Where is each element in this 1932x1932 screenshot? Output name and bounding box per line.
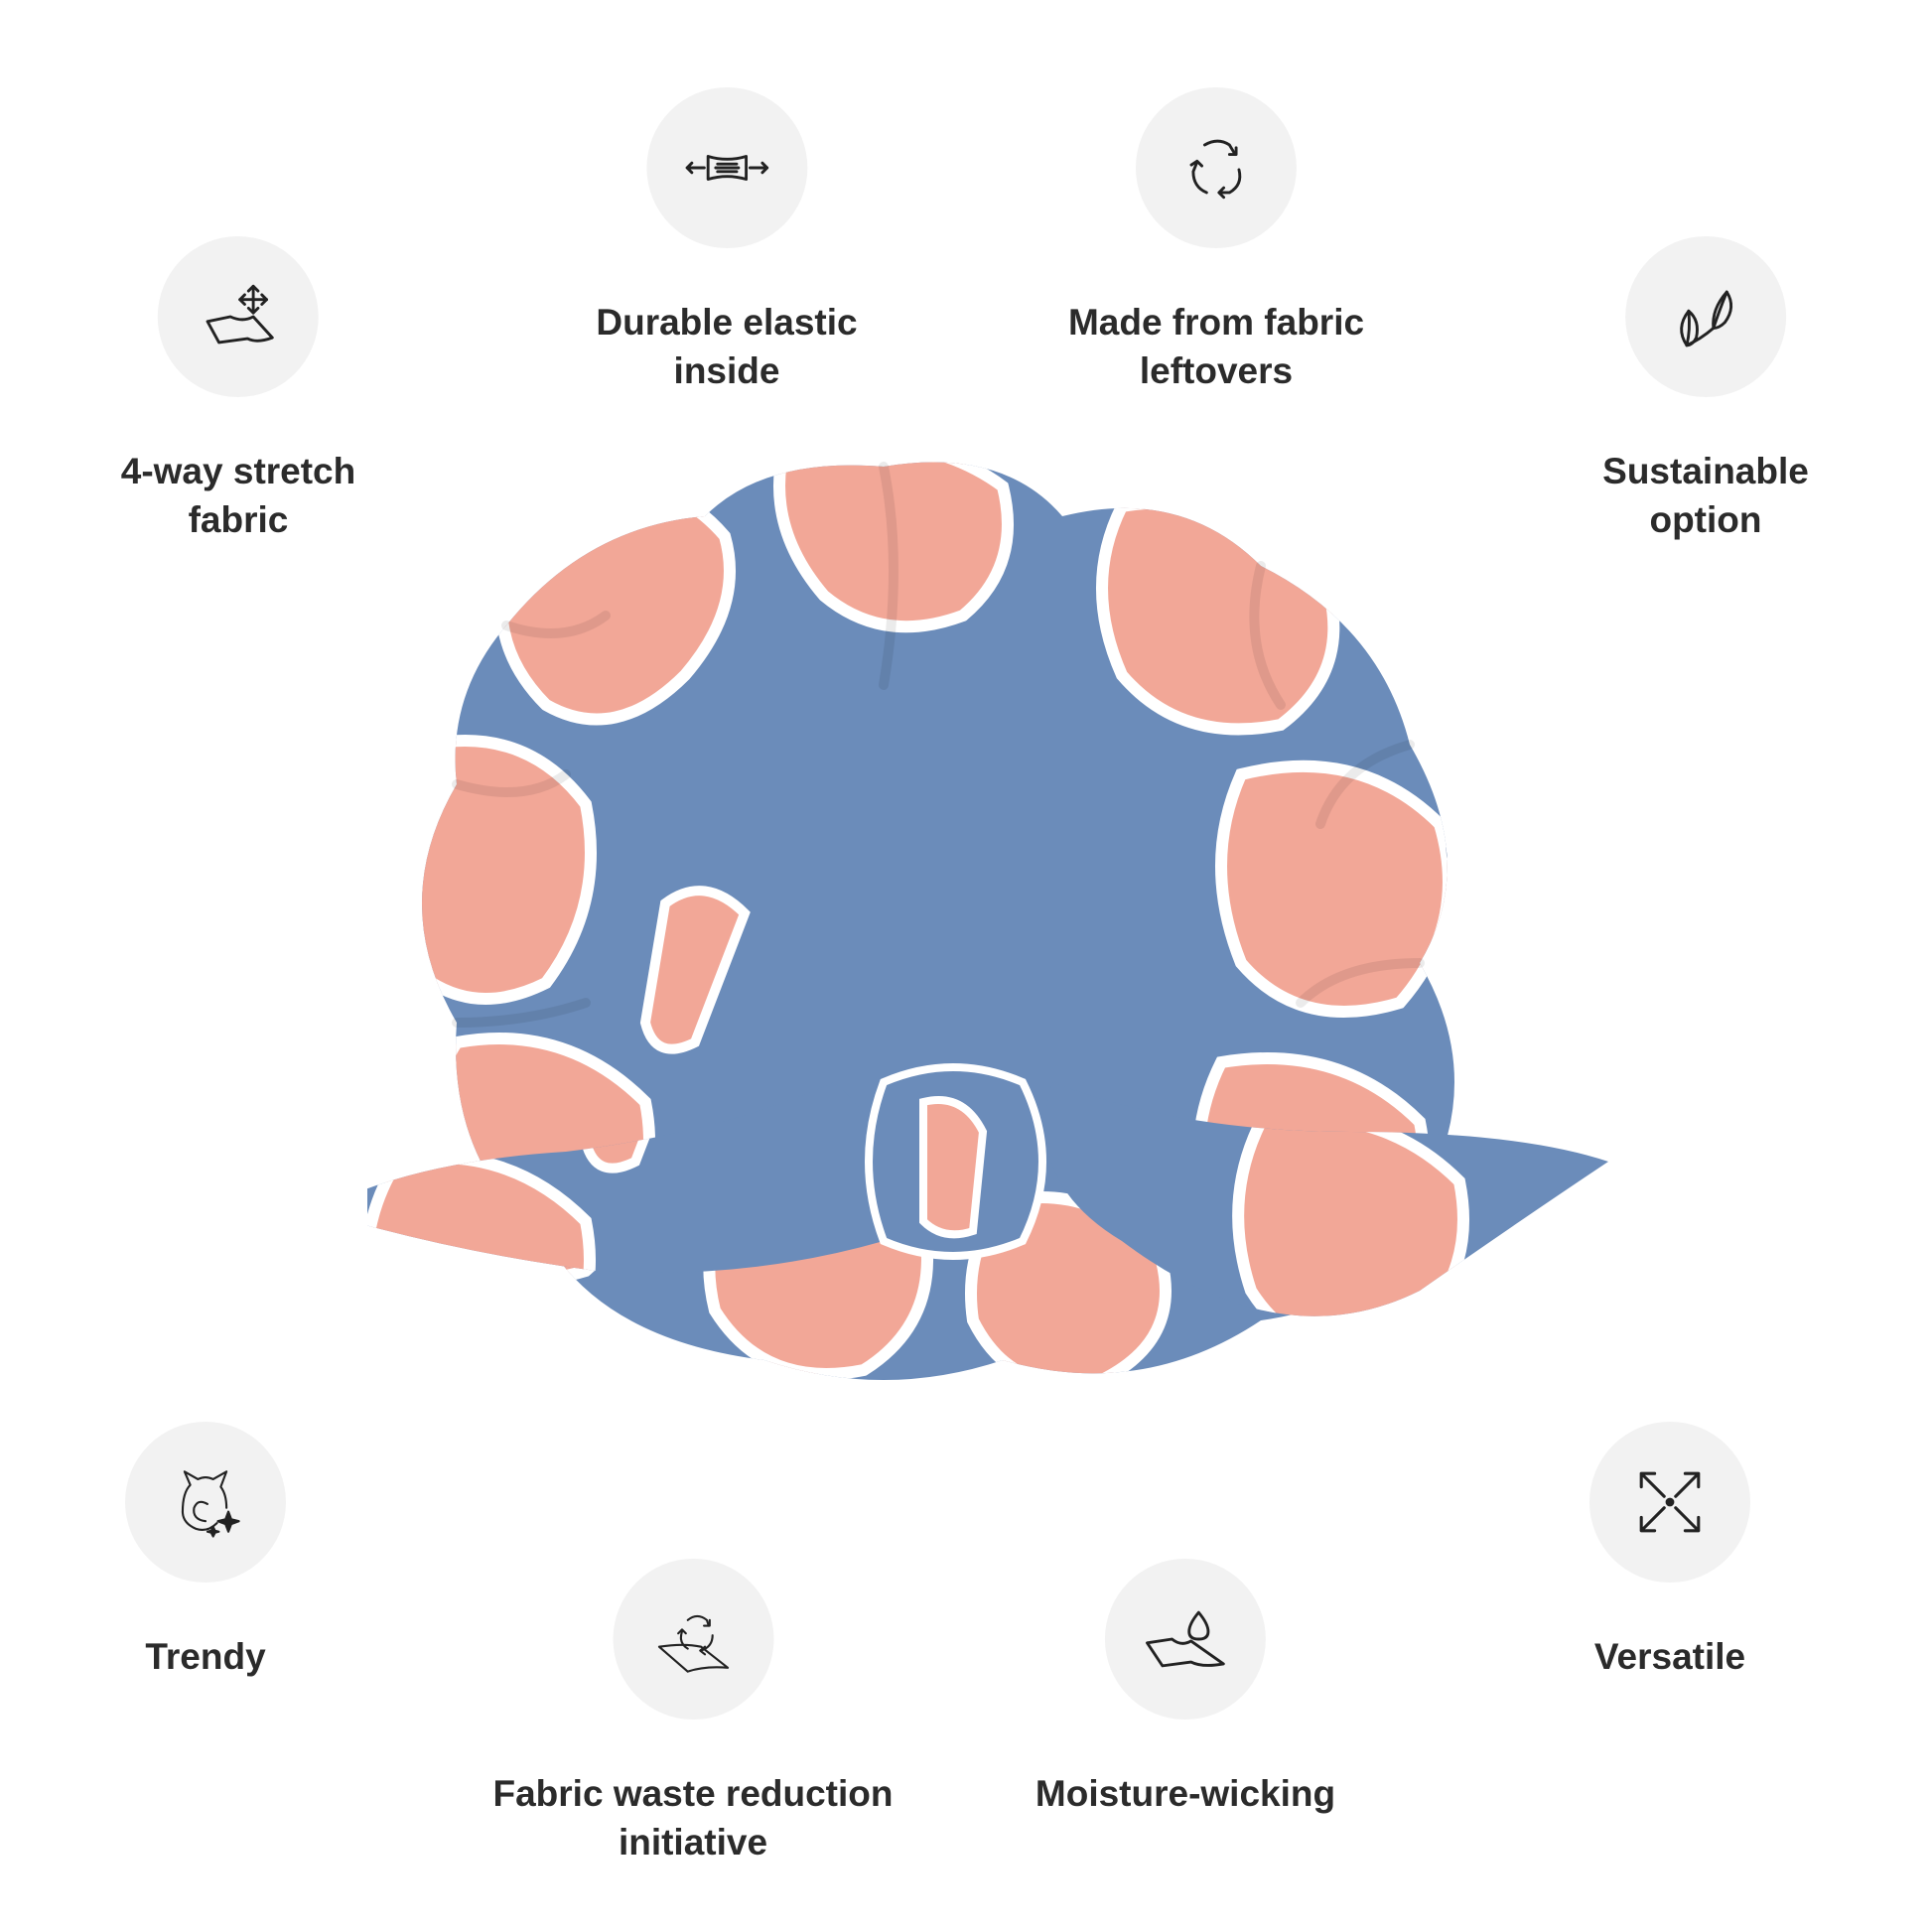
feature-label: Durable elastic inside: [596, 302, 858, 391]
cat-sparkle-icon: [125, 1422, 286, 1583]
feature-sustain: Sustainable option: [1602, 236, 1809, 544]
feature-label: Trendy: [145, 1636, 266, 1677]
feature-leftovers: Made from fabric leftovers: [1068, 87, 1364, 395]
water-drop-icon: [1104, 1559, 1266, 1720]
feature-label: Moisture-wicking: [1035, 1773, 1336, 1814]
feature-moisture: Moisture-wicking: [1035, 1559, 1335, 1818]
expand-arrows-icon: [1589, 1422, 1750, 1583]
feature-stretch: 4-way stretch fabric: [120, 236, 356, 544]
feature-trendy: Trendy: [125, 1422, 286, 1681]
fabric-recycle-icon: [613, 1559, 773, 1720]
elastic-icon: [645, 87, 807, 248]
recycle-icon: [1136, 87, 1297, 248]
feature-versatile: Versatile: [1589, 1422, 1750, 1681]
stretch-fabric-icon: [158, 236, 319, 397]
scrunchie-product-image: [367, 462, 1618, 1588]
leaves-icon: [1625, 236, 1786, 397]
feature-label: Fabric waste reduction initiative: [492, 1773, 894, 1863]
feature-label: 4-way stretch fabric: [120, 451, 356, 540]
feature-label: Made from fabric leftovers: [1067, 302, 1365, 391]
feature-waste: Fabric waste reduction initiative: [493, 1559, 894, 1866]
feature-elastic: Durable elastic inside: [596, 87, 858, 395]
feature-label: Sustainable option: [1602, 451, 1809, 540]
feature-label: Versatile: [1593, 1636, 1746, 1677]
